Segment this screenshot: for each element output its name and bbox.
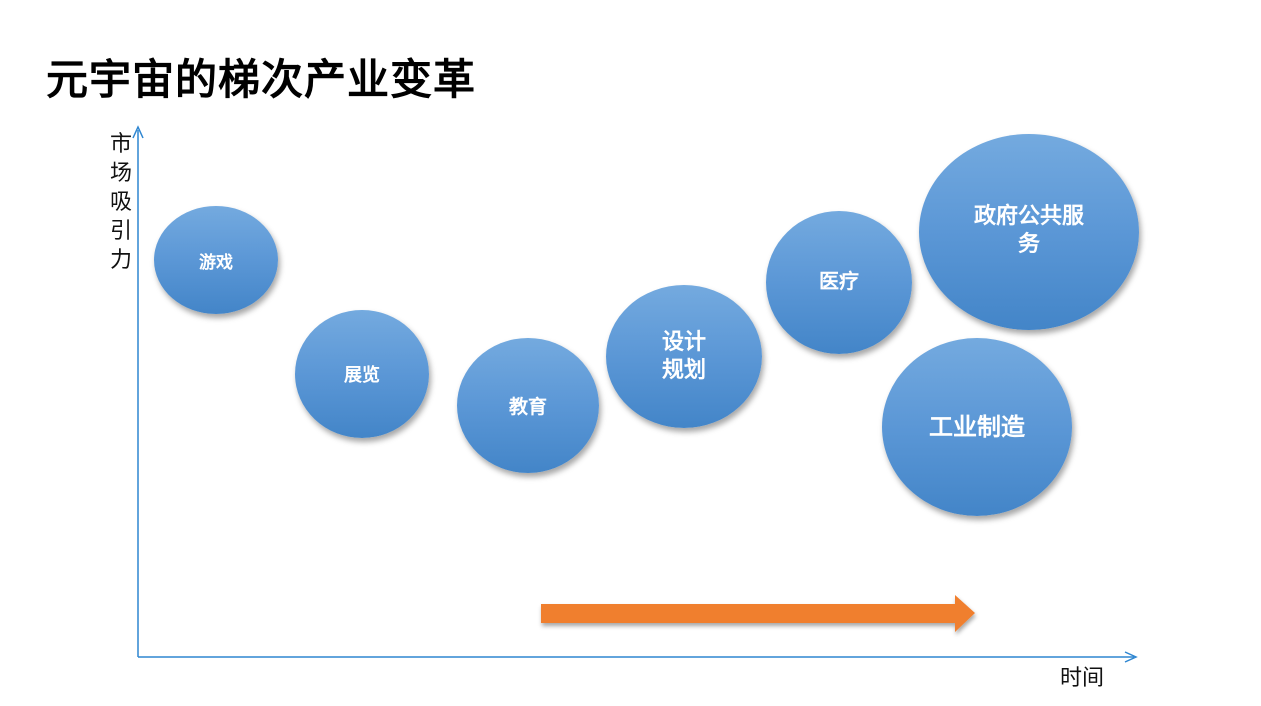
bubble-gaming: 游戏	[154, 206, 278, 314]
y-axis-arrowhead	[132, 125, 144, 139]
x-axis-arrowhead	[1124, 651, 1138, 663]
bubble-label: 游戏	[199, 252, 233, 273]
bubble-label: 政府公共服务	[973, 204, 1084, 257]
y-axis-label: 市场吸引力	[109, 132, 132, 273]
bubble-label: 展览	[344, 365, 380, 386]
bubble-design-planning: 设计规划	[606, 285, 762, 428]
bubble-label: 设计规划	[661, 329, 706, 383]
bubble-label: 医疗	[819, 269, 859, 293]
bubble-exhibition: 展览	[295, 310, 429, 438]
bubble-government-services: 政府公共服务	[919, 134, 1139, 330]
bubble-label: 教育	[508, 396, 547, 418]
bubble-label: 工业制造	[929, 412, 1025, 441]
bubble-medical: 医疗	[766, 211, 912, 354]
bubble-industrial-manufacturing: 工业制造	[882, 338, 1072, 516]
slide-title: 元宇宙的梯次产业变革	[46, 55, 477, 104]
bubble-education: 教育	[457, 338, 599, 473]
x-axis-label: 时间	[1060, 666, 1105, 691]
trend-arrow	[541, 595, 975, 632]
